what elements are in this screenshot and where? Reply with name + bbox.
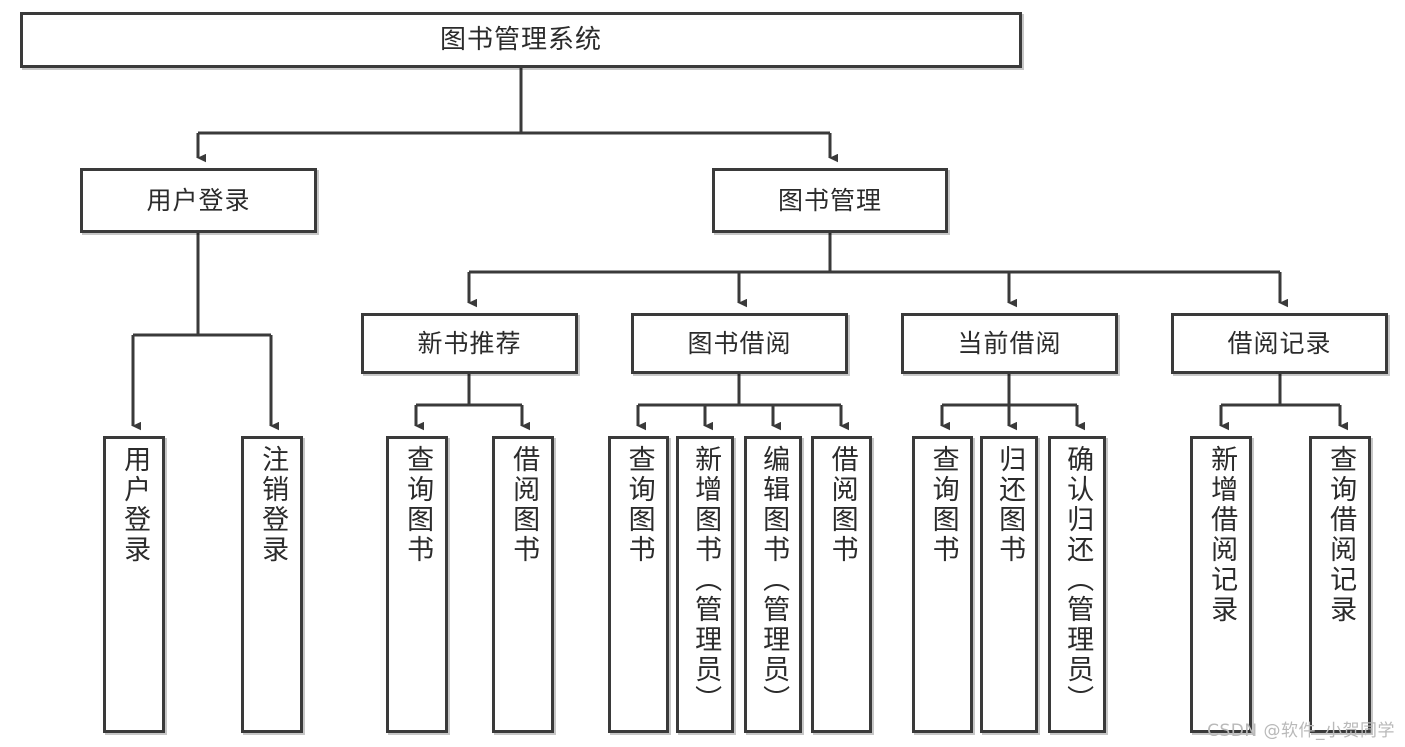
node-label: 当前借阅 xyxy=(957,328,1062,358)
node-label: 查询图书 xyxy=(927,445,959,565)
leaf-query-book-1[interactable]: 查询图书 xyxy=(386,436,448,733)
leaf-borrow-book-2[interactable]: 借阅图书 xyxy=(811,436,872,733)
leaf-edit-book-admin[interactable]: 编辑图书（管理员） xyxy=(744,436,802,733)
node-label: 借阅记录 xyxy=(1227,328,1332,358)
node-label: 归还图书 xyxy=(994,445,1026,565)
node-root-book-management-system[interactable]: 图书管理系统 xyxy=(20,12,1022,68)
watermark-text: CSDN @软件_小贺同学 xyxy=(1207,721,1395,741)
node-label: 用户登录 xyxy=(146,185,251,215)
leaf-query-borrow-record[interactable]: 查询借阅记录 xyxy=(1309,436,1371,733)
leaf-logout-login[interactable]: 注销登录 xyxy=(241,436,303,733)
node-label: 新增图书（管理员） xyxy=(690,445,722,715)
node-book-borrow[interactable]: 图书借阅 xyxy=(631,313,848,374)
node-label: 借阅图书 xyxy=(826,445,858,565)
node-label: 查询借阅记录 xyxy=(1325,445,1357,625)
leaf-confirm-return-admin[interactable]: 确认归还（管理员） xyxy=(1048,436,1106,733)
node-label: 新增借阅记录 xyxy=(1206,445,1238,625)
node-label: 查询图书 xyxy=(623,445,655,565)
node-label: 查询图书 xyxy=(402,445,434,565)
node-book-management[interactable]: 图书管理 xyxy=(712,168,948,233)
leaf-user-login[interactable]: 用户登录 xyxy=(103,436,165,733)
node-new-book-recommend[interactable]: 新书推荐 xyxy=(361,313,578,374)
node-label: 图书管理 xyxy=(777,185,882,215)
node-label: 新书推荐 xyxy=(417,328,522,358)
node-current-borrow[interactable]: 当前借阅 xyxy=(901,313,1118,374)
leaf-query-book-3[interactable]: 查询图书 xyxy=(912,436,973,733)
leaf-add-book-admin[interactable]: 新增图书（管理员） xyxy=(676,436,734,733)
leaf-query-book-2[interactable]: 查询图书 xyxy=(608,436,669,733)
leaf-add-borrow-record[interactable]: 新增借阅记录 xyxy=(1190,436,1252,733)
leaf-borrow-book-1[interactable]: 借阅图书 xyxy=(492,436,554,733)
node-label: 注销登录 xyxy=(257,445,289,565)
leaf-return-book[interactable]: 归还图书 xyxy=(980,436,1038,733)
node-label: 借阅图书 xyxy=(508,445,540,565)
node-label: 图书借阅 xyxy=(687,328,792,358)
node-user-login[interactable]: 用户登录 xyxy=(80,168,317,233)
node-label: 用户登录 xyxy=(119,445,151,565)
node-label: 图书管理系统 xyxy=(439,24,602,55)
node-label: 确认归还（管理员） xyxy=(1062,445,1094,715)
node-label: 编辑图书（管理员） xyxy=(758,445,790,715)
node-borrow-record[interactable]: 借阅记录 xyxy=(1171,313,1388,374)
